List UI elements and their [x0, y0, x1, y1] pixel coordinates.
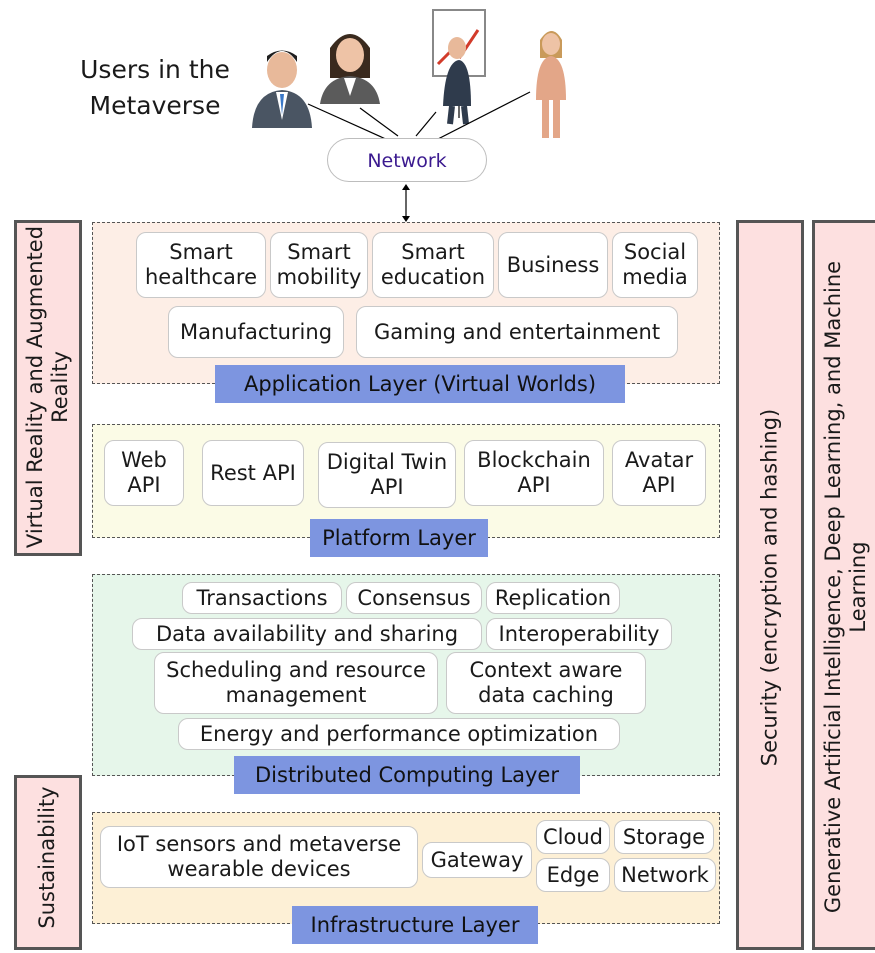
dc-item-consensus: Consensus: [346, 582, 482, 614]
app-item-smart-education: Smart education: [372, 232, 494, 298]
app-item-social-media: Social media: [612, 232, 698, 298]
app-item-business: Business: [498, 232, 608, 298]
dc-item-context-aware-caching: Context aware data caching: [446, 652, 646, 714]
platform-layer-label: Platform Layer: [310, 519, 488, 557]
platform-item-web-api: Web API: [104, 440, 184, 506]
dc-item-interoperability: Interoperability: [486, 618, 672, 650]
users-illustration: [252, 9, 566, 140]
vr-ar-label: Virtual Reality and Augmented Reality: [23, 225, 72, 549]
dc-item-scheduling: Scheduling and resource management: [154, 652, 438, 714]
user-network-arrows: [307, 91, 531, 140]
ai-bar: [812, 220, 875, 950]
network-to-layers-arrow: [402, 184, 410, 222]
network-label: Network: [367, 150, 447, 172]
dc-item-replication: Replication: [486, 582, 620, 614]
app-item-smart-mobility: Smart mobility: [270, 232, 368, 298]
dc-item-energy-optimization: Energy and performance optimization: [178, 718, 620, 750]
app-item-manufacturing: Manufacturing: [168, 306, 344, 358]
platform-item-avatar-api: Avatar API: [612, 440, 706, 506]
infra-item-gateway: Gateway: [422, 842, 532, 878]
app-item-smart-healthcare: Smart healthcare: [136, 232, 266, 298]
sustainability-bar: [14, 775, 82, 950]
infrastructure-layer-label: Infrastructure Layer: [292, 906, 538, 944]
vr-ar-bar: [14, 220, 82, 556]
network-cloud: Network: [327, 138, 487, 182]
platform-item-rest-api: Rest API: [202, 440, 304, 506]
platform-item-digital-twin-api: Digital Twin API: [318, 442, 456, 508]
infra-item-network: Network: [614, 858, 716, 892]
presenter-icon: [432, 9, 486, 125]
distributed-layer-label: Distributed Computing Layer: [234, 756, 580, 794]
infra-item-cloud: Cloud: [536, 820, 610, 854]
security-label: Security (encryption and hashing): [757, 408, 782, 767]
sustainability-label: Sustainability: [35, 786, 59, 929]
ai-label: Generative Artificial Intelligence, Deep…: [821, 260, 870, 914]
infra-item-storage: Storage: [614, 820, 714, 854]
dc-item-data-availability: Data availability and sharing: [132, 618, 482, 650]
woman-standing-icon: [536, 31, 566, 138]
businesswoman-icon: [320, 34, 380, 104]
platform-item-blockchain-api: Blockchain API: [464, 440, 604, 506]
businessman-icon: [252, 50, 312, 128]
dc-item-transactions: Transactions: [182, 582, 342, 614]
infra-item-edge: Edge: [536, 858, 610, 892]
application-layer-label: Application Layer (Virtual Worlds): [215, 365, 625, 403]
app-item-gaming: Gaming and entertainment: [356, 306, 678, 358]
users-title: Users in the Metaverse: [80, 55, 230, 120]
infra-item-iot-sensors: IoT sensors and metaverse wearable devic…: [100, 826, 418, 888]
